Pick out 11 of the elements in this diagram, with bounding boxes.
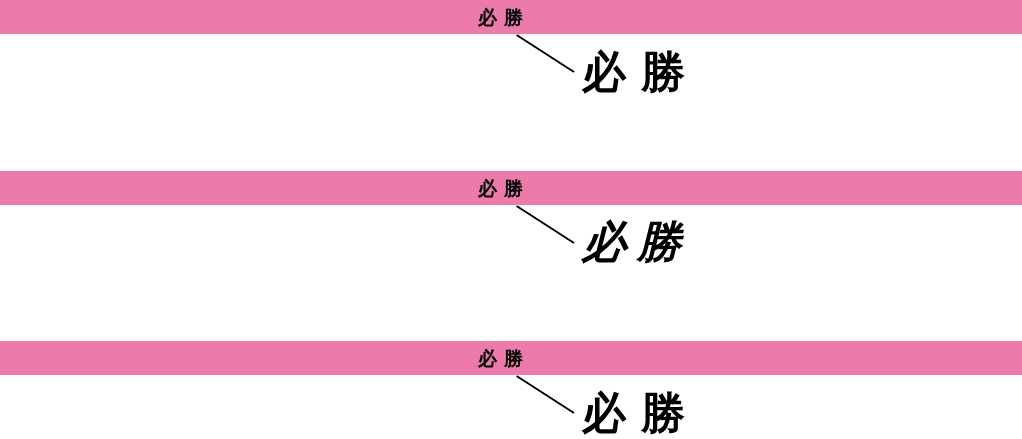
band	[0, 0, 1022, 34]
band-text: 必 勝	[478, 5, 523, 29]
leader-line	[515, 375, 575, 414]
band	[0, 341, 1022, 375]
band	[0, 171, 1022, 205]
band-text: 必 勝	[478, 346, 523, 370]
large-text: 必 勝	[582, 388, 686, 438]
leader-line	[515, 34, 575, 73]
leader-line	[515, 205, 575, 244]
band-text: 必 勝	[478, 176, 523, 200]
large-text: 必 勝	[582, 47, 686, 97]
